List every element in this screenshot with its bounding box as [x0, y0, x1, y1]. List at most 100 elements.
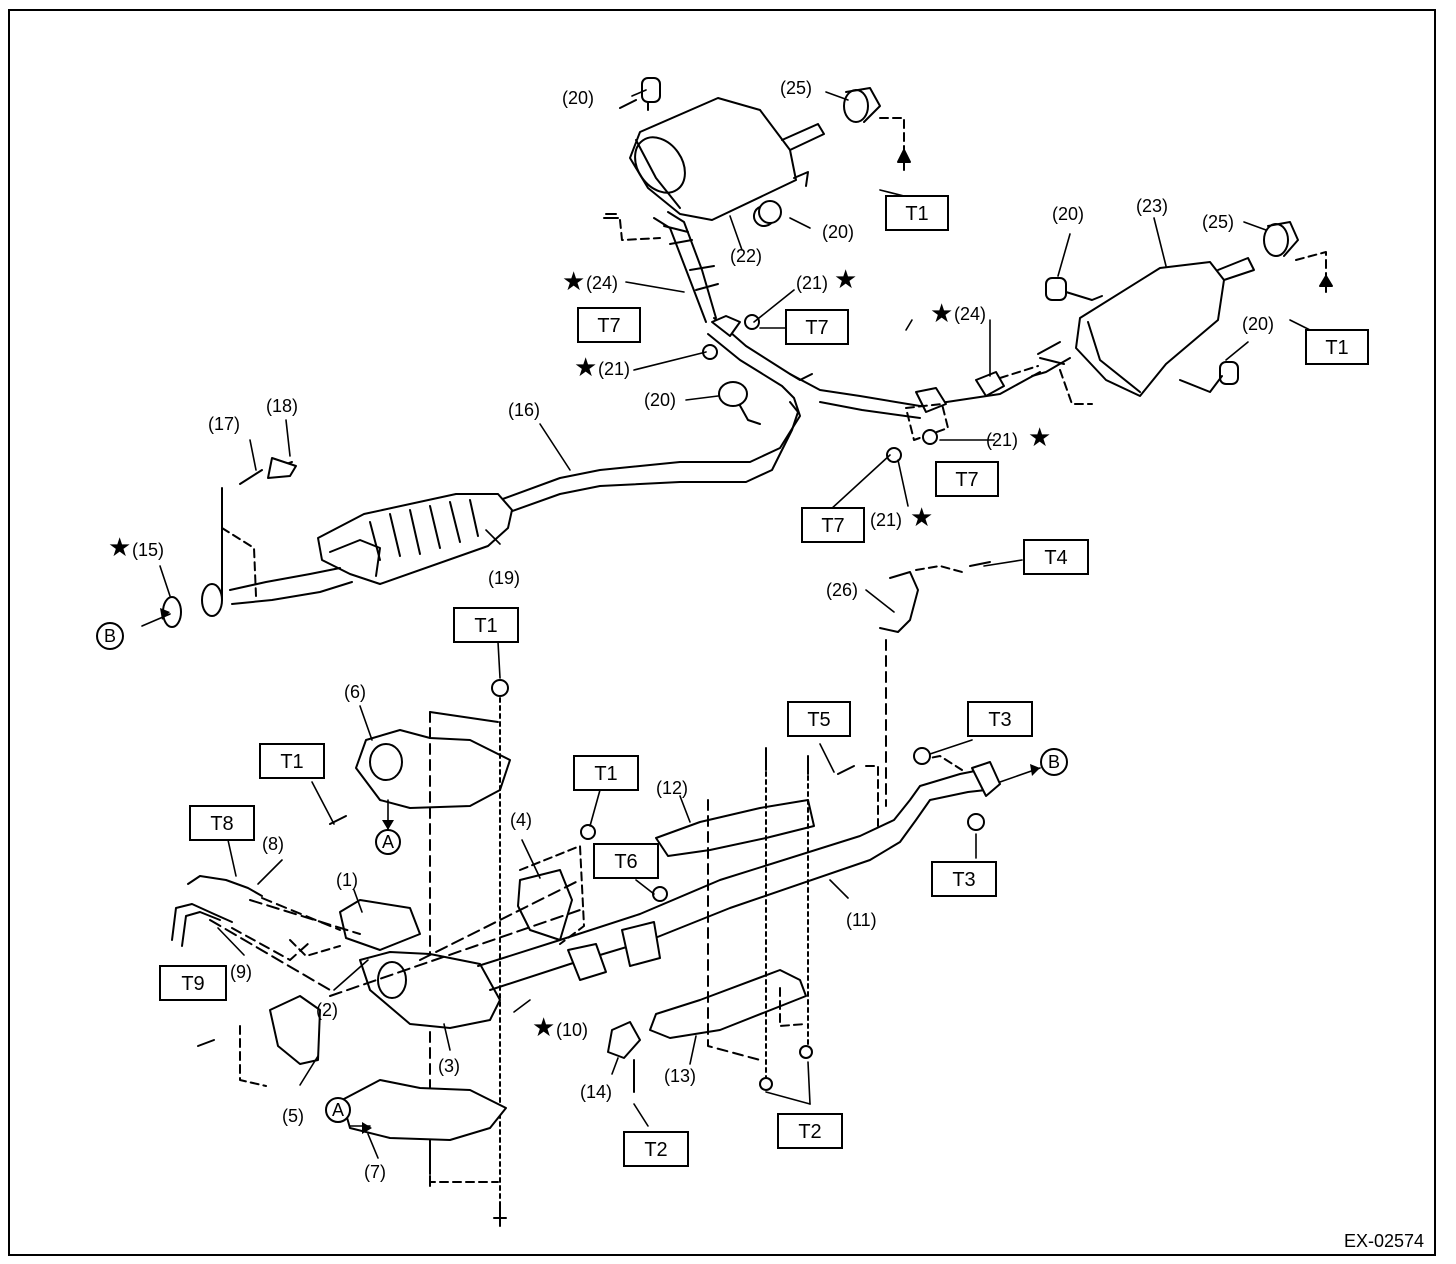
label-part-4: (4): [510, 810, 532, 830]
svg-text:T7: T7: [597, 315, 620, 337]
svg-text:T8: T8: [210, 813, 233, 835]
svg-text:T2: T2: [798, 1121, 821, 1143]
label-part-23: (23): [1136, 196, 1168, 216]
torque-box-t3-b: T3: [931, 861, 997, 897]
oxygen-sensors: [171, 875, 341, 961]
torque-box-t1-c: T1: [453, 607, 519, 643]
front-pipe-assembly: [197, 561, 1001, 1227]
arrowheads: [160, 608, 1040, 1134]
svg-text:T9: T9: [181, 973, 204, 995]
rear-muffler-right: [1031, 221, 1333, 405]
torque-box-t1-a: T1: [885, 195, 949, 231]
star-mark: ★: [930, 298, 953, 328]
leader-lines: [141, 89, 1311, 1159]
svg-text:T5: T5: [807, 709, 830, 731]
svg-text:T1: T1: [474, 615, 497, 637]
star-mark: ★: [1028, 422, 1051, 452]
label-part-18: (18): [266, 396, 298, 416]
svg-text:B: B: [1048, 752, 1060, 772]
star-mark: ★: [834, 264, 857, 294]
marker-b-left: B: [96, 622, 124, 650]
part-labels: (20) (25) (20) (22) (24) (21) (21) (20) …: [132, 78, 1274, 1182]
diagram-border: [8, 9, 1436, 1256]
svg-text:T7: T7: [955, 469, 978, 491]
label-part-25: (25): [1202, 212, 1234, 232]
label-part-9: (9): [230, 962, 252, 982]
label-part-8: (8): [262, 834, 284, 854]
label-part-20: (20): [644, 390, 676, 410]
label-part-20: (20): [822, 222, 854, 242]
star-mark: ★: [910, 502, 933, 532]
rear-muffler-left: [603, 77, 911, 323]
torque-box-t2-a: T2: [623, 1131, 689, 1167]
label-part-17: (17): [208, 414, 240, 434]
label-part-10: (10): [556, 1020, 588, 1040]
label-part-21: (21): [796, 273, 828, 293]
label-part-7: (7): [364, 1162, 386, 1182]
label-part-24: (24): [586, 273, 618, 293]
star-marks: ★ ★ ★ ★ ★ ★ ★ ★: [108, 264, 1051, 1042]
label-part-24: (24): [954, 304, 986, 324]
svg-text:T3: T3: [988, 709, 1011, 731]
svg-text:T6: T6: [614, 851, 637, 873]
label-part-15: (15): [132, 540, 164, 560]
label-part-20: (20): [1052, 204, 1084, 224]
star-mark: ★: [108, 532, 131, 562]
label-part-20: (20): [1242, 314, 1274, 334]
label-part-21: (21): [870, 510, 902, 530]
svg-text:T1: T1: [280, 751, 303, 773]
label-part-21: (21): [986, 430, 1018, 450]
svg-text:A: A: [332, 1100, 344, 1120]
label-part-20: (20): [562, 88, 594, 108]
label-part-2: (2): [316, 1000, 338, 1020]
label-part-3: (3): [438, 1056, 460, 1076]
label-part-11: (11): [846, 910, 877, 930]
reference-markers: B B A A: [96, 622, 1068, 1123]
torque-box-t7-a: T7: [577, 307, 641, 343]
label-part-16: (16): [508, 400, 540, 420]
torque-boxes: T1 T1 T7 T7 T7 T7 T4 T1 T5 T3 T1 T1 T8 T…: [159, 195, 1369, 1167]
drawing-lines: [141, 77, 1333, 1227]
label-part-5: (5): [282, 1106, 304, 1126]
label-part-13: (13): [664, 1066, 696, 1086]
label-part-25: (25): [780, 78, 812, 98]
svg-text:B: B: [104, 626, 116, 646]
label-part-12: (12): [656, 778, 688, 798]
svg-text:A: A: [382, 832, 394, 852]
svg-text:T7: T7: [821, 515, 844, 537]
label-part-14: (14): [580, 1082, 612, 1102]
marker-a-top: A: [375, 829, 401, 855]
star-mark: ★: [574, 352, 597, 382]
label-part-21: (21): [598, 359, 630, 379]
svg-text:T1: T1: [1325, 337, 1348, 359]
label-part-6: (6): [344, 682, 366, 702]
torque-box-t4: T4: [1023, 539, 1089, 575]
torque-box-t6: T6: [593, 843, 659, 879]
torque-box-t9: T9: [159, 965, 227, 1001]
svg-text:T2: T2: [644, 1139, 667, 1161]
torque-box-t5: T5: [787, 701, 851, 737]
torque-box-t8: T8: [189, 805, 255, 841]
torque-box-t1-e: T1: [573, 755, 639, 791]
figure-id: EX-02574: [1344, 1231, 1424, 1251]
svg-text:T1: T1: [905, 203, 928, 225]
svg-text:T7: T7: [805, 317, 828, 339]
svg-text:T4: T4: [1044, 547, 1067, 569]
front-center-catalyst: [162, 457, 513, 628]
torque-box-t1-d: T1: [259, 743, 325, 779]
marker-b-right: B: [1040, 748, 1068, 776]
torque-box-t2-b: T2: [777, 1113, 843, 1149]
torque-box-t7-c: T7: [935, 461, 999, 497]
front-exhaust-cluster: [209, 689, 585, 1221]
marker-a-bottom: A: [325, 1097, 351, 1123]
label-part-22: (22): [730, 246, 762, 266]
torque-box-t3-a: T3: [967, 701, 1033, 737]
star-mark: ★: [532, 1012, 555, 1042]
star-mark: ★: [562, 266, 585, 296]
svg-text:T1: T1: [594, 763, 617, 785]
label-part-1: (1): [336, 870, 358, 890]
label-part-19: (19): [488, 568, 520, 588]
torque-box-t7-d: T7: [801, 507, 865, 543]
label-part-26: (26): [826, 580, 858, 600]
